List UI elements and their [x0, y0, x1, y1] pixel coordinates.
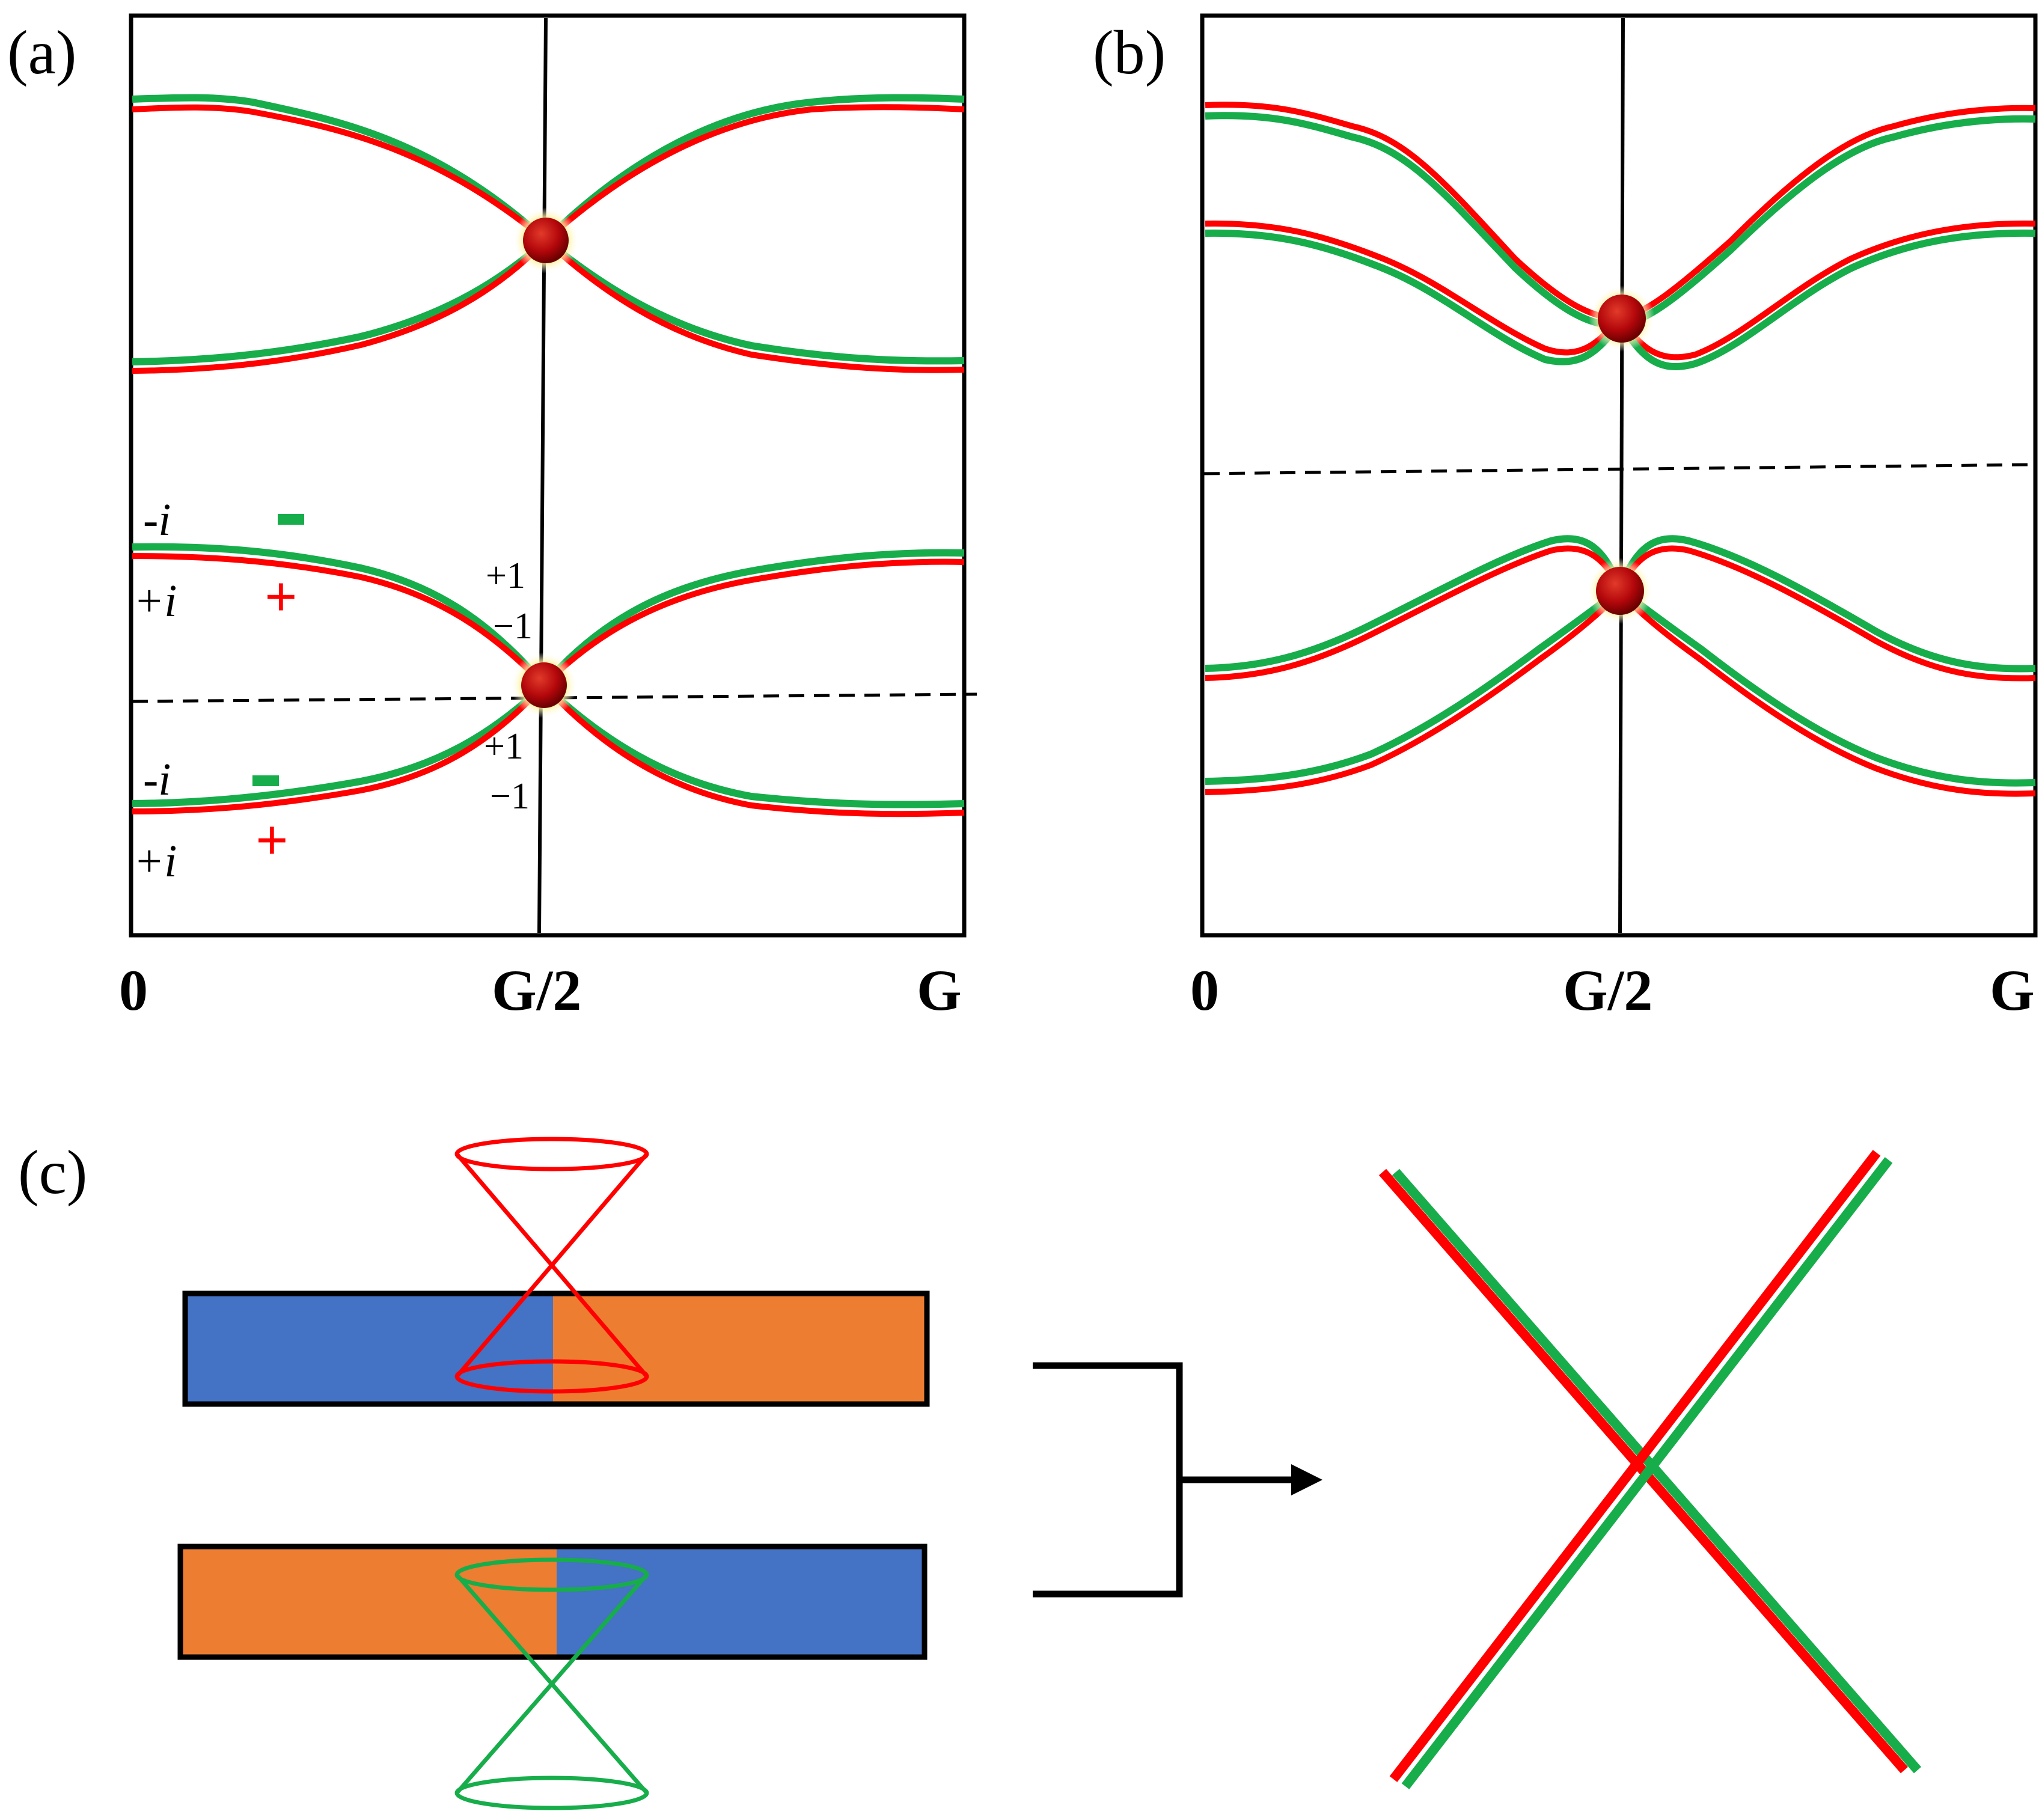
combine-bracket [1033, 1362, 1298, 1598]
bottom-slab [177, 1544, 928, 1660]
panel-a-eig-minus-i-bottom: -i [143, 754, 171, 805]
panel-c: (c) [18, 1137, 1922, 1810]
panel-a-minus-sign-bottom [252, 775, 279, 786]
crossing-bands [1378, 1150, 1922, 1789]
green-cone-line-2 [455, 1573, 649, 1795]
panel-b-center-line [1618, 17, 1625, 933]
panel-a-label: (a) [7, 18, 76, 87]
top-slab [182, 1290, 930, 1407]
panel-a-minus-sign-top [278, 514, 304, 525]
panel-a-eig-minus-i-top: -i [143, 495, 171, 545]
panel-b: (b) 0 G/2 G [1093, 13, 2038, 1022]
panel-b-node-bottom [1596, 567, 1644, 615]
panel-a: (a) -i +i -i +i + + +1 [7, 13, 977, 1022]
panel-a-frame [129, 13, 967, 938]
panel-b-frame [1200, 13, 2038, 938]
cross-band-red-2 [1389, 1150, 1881, 1782]
panel-a-tick-g2: G/2 [492, 958, 581, 1022]
red-cone-bottom-ellipse [454, 1359, 649, 1394]
panel-a-plus-sign-top: + [264, 564, 298, 629]
red-cone-top-ellipse [454, 1137, 649, 1171]
panel-a-node-top-plus1: +1 [486, 555, 525, 596]
top-slab-frame [182, 1290, 930, 1407]
panel-b-label: (b) [1093, 18, 1166, 87]
panel-b-tick-g: G [1990, 958, 2035, 1022]
panel-a-eig-plus-i-top: +i [133, 576, 177, 626]
panel-a-center-line [537, 17, 548, 933]
red-dirac-cone [454, 1137, 649, 1394]
panel-a-node-bottom [521, 662, 567, 708]
panel-a-plus-sign-bottom: + [255, 808, 289, 872]
green-cone-bottom-ellipse [454, 1776, 649, 1810]
panel-b-tick-g2: G/2 [1563, 958, 1652, 1022]
red-cone-line-2 [455, 1152, 649, 1378]
cross-band-green-2 [1401, 1157, 1893, 1789]
panel-b-node-top [1598, 295, 1646, 343]
green-dirac-cone [454, 1557, 649, 1810]
panel-a-eig-plus-i-bottom: +i [133, 836, 177, 887]
cross-band-green-1 [1392, 1168, 1922, 1774]
panel-a-node-bottom-plus1: +1 [484, 726, 524, 767]
panel-a-tick-g: G [917, 958, 962, 1022]
panel-a-node-top-minus1: −1 [493, 606, 533, 647]
bracket-arrow-head [1291, 1464, 1322, 1495]
bottom-slab-frame [177, 1544, 928, 1660]
panel-b-tick-0: 0 [1190, 958, 1219, 1022]
panel-a-node-bottom-minus1: −1 [490, 776, 530, 817]
panel-a-fermi-line [132, 692, 977, 703]
panel-b-fermi-line [1203, 463, 2036, 475]
panel-a-tick-0: 0 [119, 958, 148, 1022]
top-slab-blue [185, 1293, 553, 1404]
panel-a-node-top [523, 218, 569, 263]
panel-c-label: (c) [18, 1138, 87, 1207]
bracket-line [1033, 1362, 1183, 1598]
